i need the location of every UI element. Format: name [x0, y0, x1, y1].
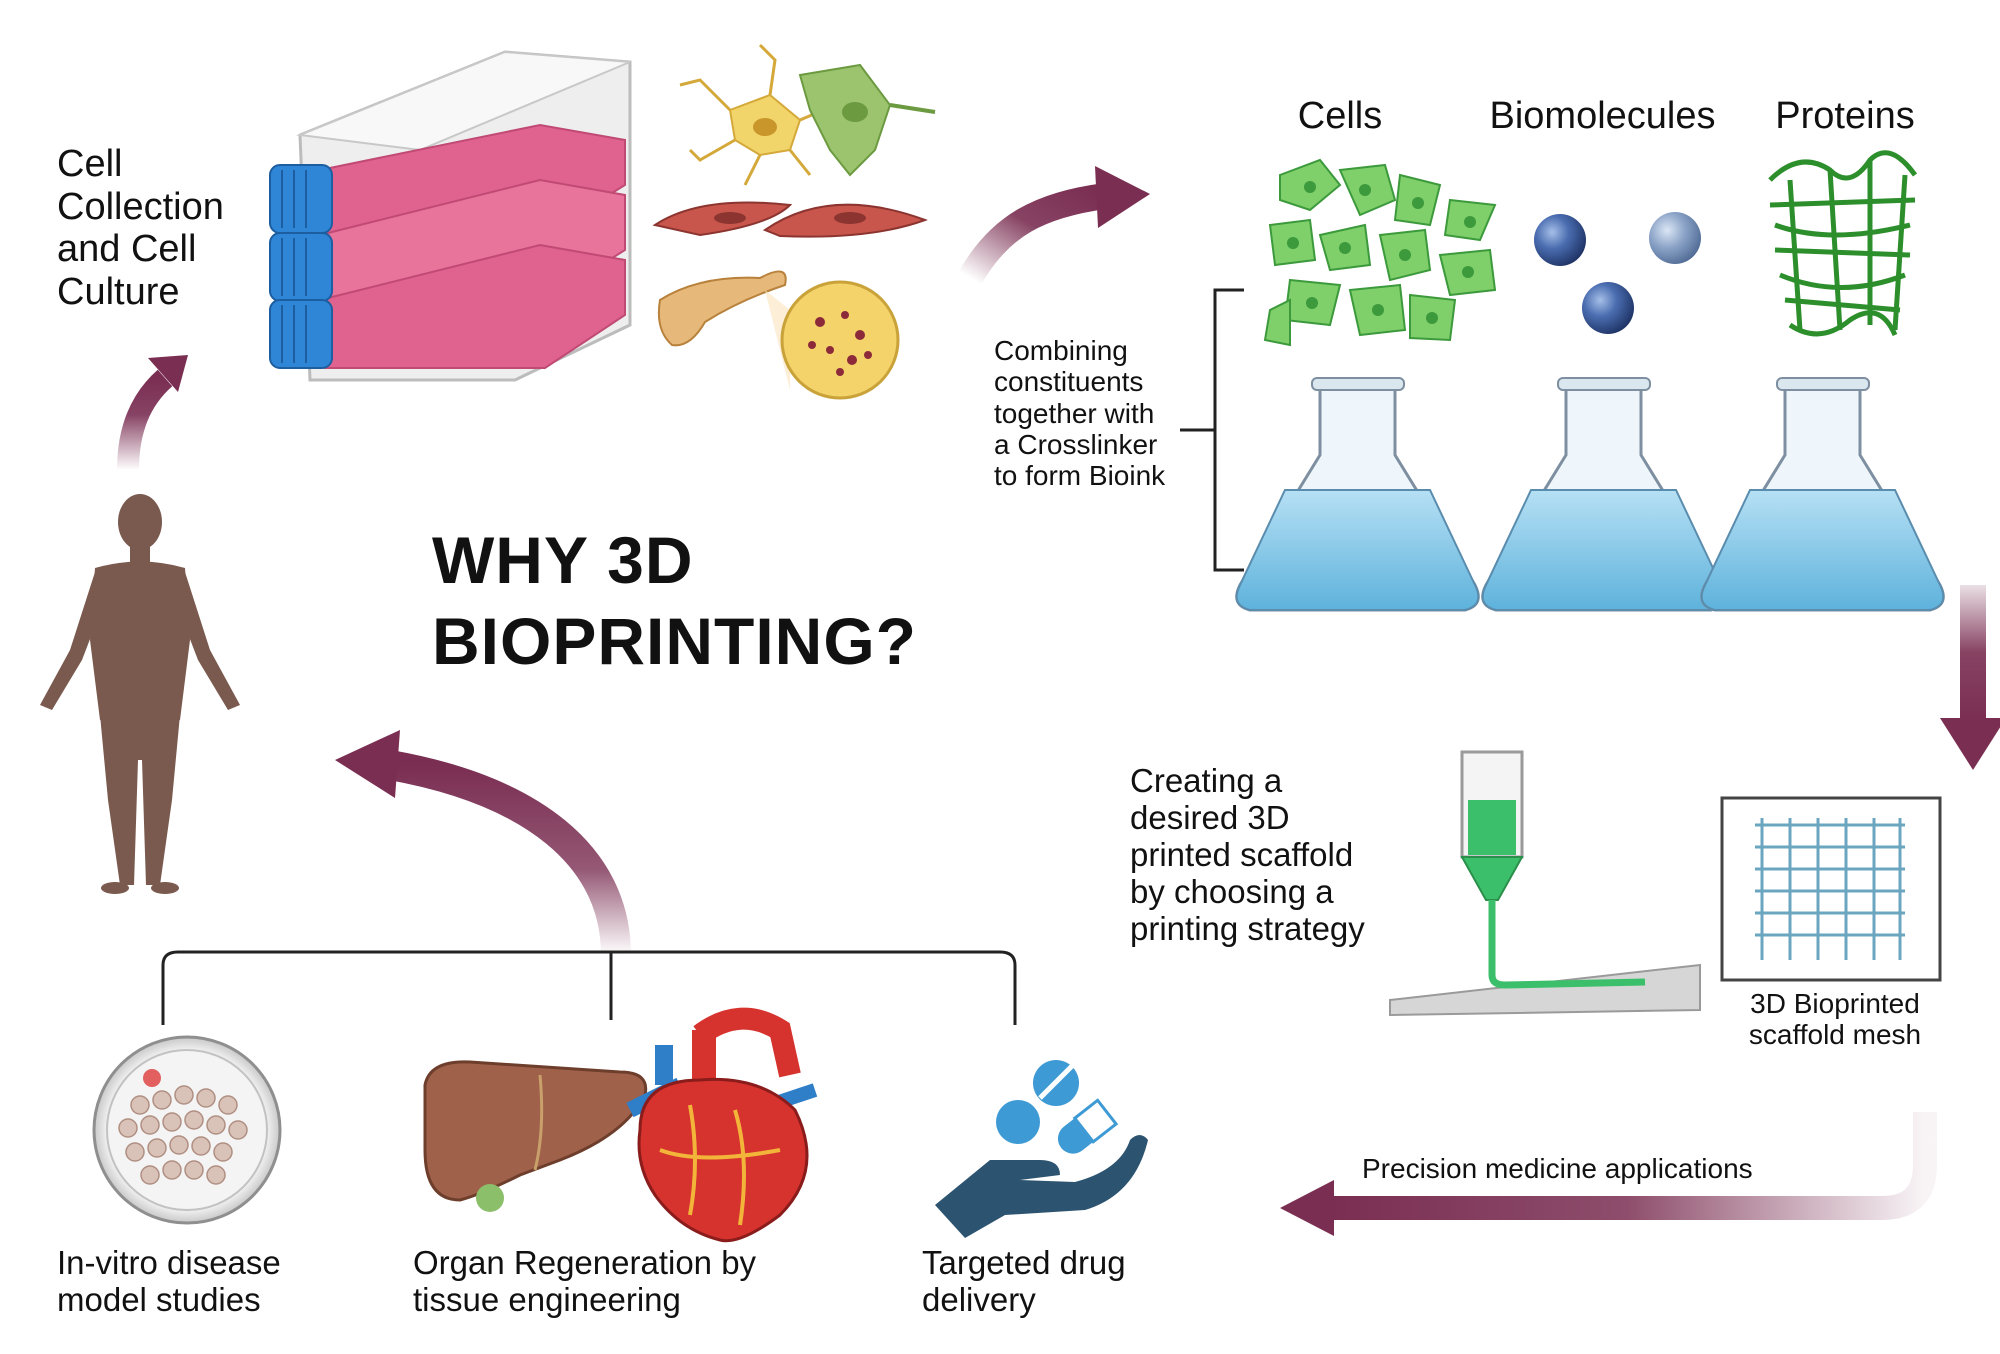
petri-dish-icon	[92, 1035, 282, 1225]
page-title: WHY 3D BIOPRINTING?	[432, 523, 917, 678]
bioink-bracket	[1180, 288, 1244, 572]
arrow-culture-to-constituents	[958, 166, 1150, 285]
step-label-combining: Combining constituents together with a C…	[994, 335, 1166, 492]
applications-bracket	[161, 950, 1017, 1025]
protein-structure-icon	[1768, 150, 1918, 337]
cell-cluster-icon	[1263, 158, 1497, 347]
arrow-applications-to-human	[335, 730, 631, 956]
nerve-cell-icon	[798, 63, 936, 177]
muscle-cell-icon	[652, 201, 928, 238]
hand-pill-icon	[935, 1060, 1148, 1238]
heart-icon	[626, 1007, 818, 1243]
culture-flask-icon	[269, 50, 632, 382]
arrow-human-to-culture	[117, 355, 188, 471]
step-label-creating-scaffold: Creating a desired 3D printed scaffold b…	[1130, 762, 1365, 947]
pancreas-icon	[657, 270, 900, 400]
application-label-organ: Organ Regeneration by tissue engineering	[413, 1244, 757, 1318]
printer-nozzle-icon	[1389, 750, 1701, 1017]
erlenmeyer-flask-icon	[1481, 377, 1726, 612]
application-label-invitro: In-vitro disease model studies	[57, 1244, 281, 1318]
nerve-cell-icon	[679, 43, 847, 186]
step-label-scaffold-mesh: 3D Bioprinted scaffold mesh	[1748, 988, 1922, 1051]
application-label-drug: Targeted drug delivery	[922, 1244, 1126, 1318]
step-label-precision: Precision medicine applications	[1362, 1153, 1753, 1184]
liver-icon	[423, 1060, 648, 1212]
arrow-mesh-to-applications	[1280, 1112, 1937, 1236]
step-label-cell-collection: Cell Collection and Cell Culture	[57, 143, 224, 313]
scaffold-mesh-icon	[1720, 796, 1942, 982]
human-body-icon	[40, 494, 240, 894]
constituent-label-biomolecules: Biomolecules	[1489, 95, 1716, 137]
erlenmeyer-flask-icon	[1700, 377, 1945, 612]
arrow-bioink-to-mesh	[1940, 585, 2000, 770]
erlenmeyer-flask-icon	[1235, 377, 1480, 612]
biomolecule-sphere-icon	[1534, 212, 1701, 334]
constituent-label-cells: Cells	[1297, 95, 1383, 137]
constituent-label-proteins: Proteins	[1775, 95, 1915, 137]
